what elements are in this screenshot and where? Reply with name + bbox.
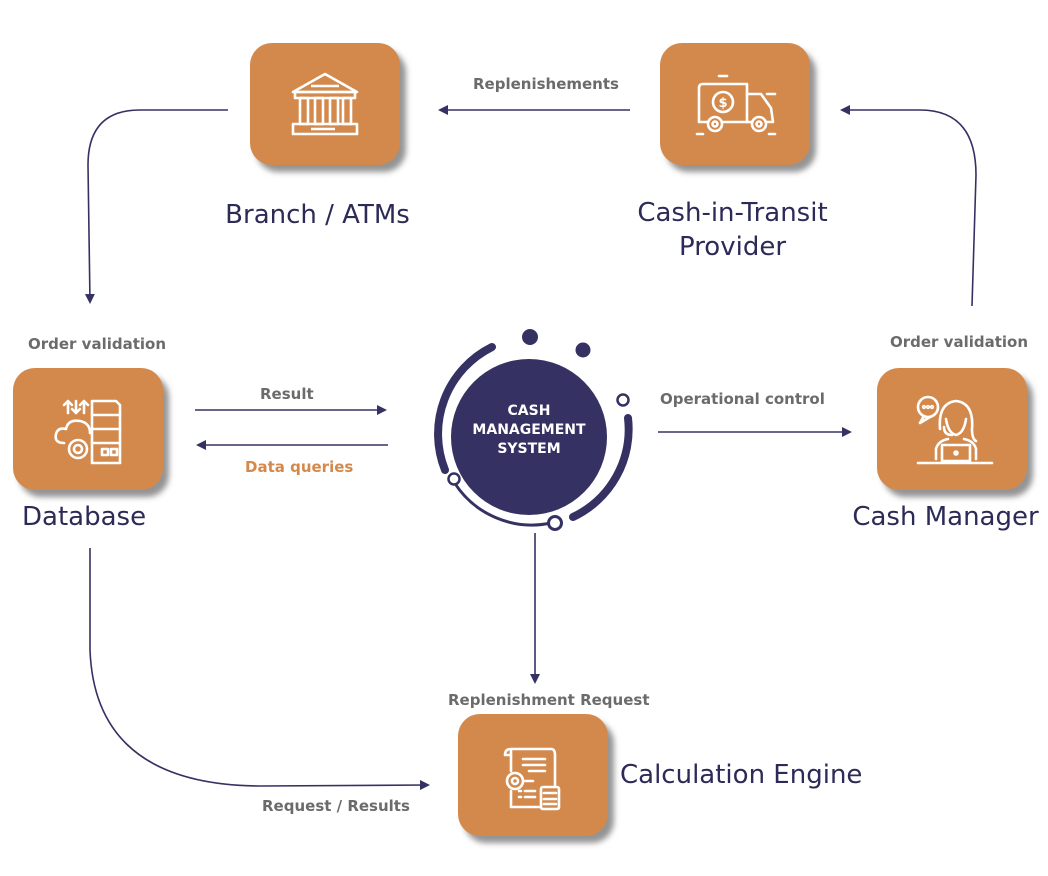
database-top-label: Order validation: [28, 335, 167, 353]
arrow-cashmanager-to-cit: [840, 105, 977, 307]
database-label: Database: [22, 502, 147, 532]
hub-graphic: [434, 329, 633, 531]
cit-provider-node[interactable]: $: [660, 43, 810, 165]
label-operational-control: Operational control: [660, 390, 825, 408]
hub-line-1: CASH: [507, 403, 551, 419]
branch-atms-node[interactable]: [250, 43, 400, 165]
database-node[interactable]: [13, 368, 163, 490]
calc-engine-label: Calculation Engine: [620, 760, 863, 790]
branch-atms-label: Branch / ATMs: [225, 200, 410, 230]
arrow-database-to-calc: [89, 548, 430, 791]
cash-manager-label: Cash Manager: [852, 502, 1039, 532]
hub-line-2: MANAGEMENT: [472, 422, 586, 438]
label-request-results: Request / Results: [262, 797, 410, 815]
svg-text:$: $: [718, 96, 727, 111]
cit-label-line-1: Cash-in-Transit: [637, 198, 828, 228]
operator-laptop-icon: [916, 395, 994, 465]
database-cloud-icon: [54, 399, 122, 465]
cash-manager-top-label: Order validation: [890, 333, 1029, 351]
calc-engine-top-label: Replenishment Request: [448, 691, 650, 709]
bank-building-icon: [291, 72, 359, 136]
cit-label-line-2: Provider: [678, 232, 787, 262]
hub-line-3: SYSTEM: [497, 441, 561, 457]
arrow-branch-to-database: [84, 109, 228, 304]
label-result: Result: [260, 385, 314, 403]
calc-engine-node[interactable]: [458, 714, 608, 836]
hub-title: CASH MANAGEMENT SYSTEM: [459, 402, 599, 459]
cit-provider-label: Cash-in-Transit Provider: [620, 196, 845, 264]
document-calculator-icon: [503, 747, 561, 811]
label-data-queries: Data queries: [245, 458, 354, 476]
cash-truck-icon: $: [695, 74, 777, 136]
cash-manager-node[interactable]: [877, 368, 1027, 490]
label-replenishments: Replenishements: [473, 75, 619, 93]
